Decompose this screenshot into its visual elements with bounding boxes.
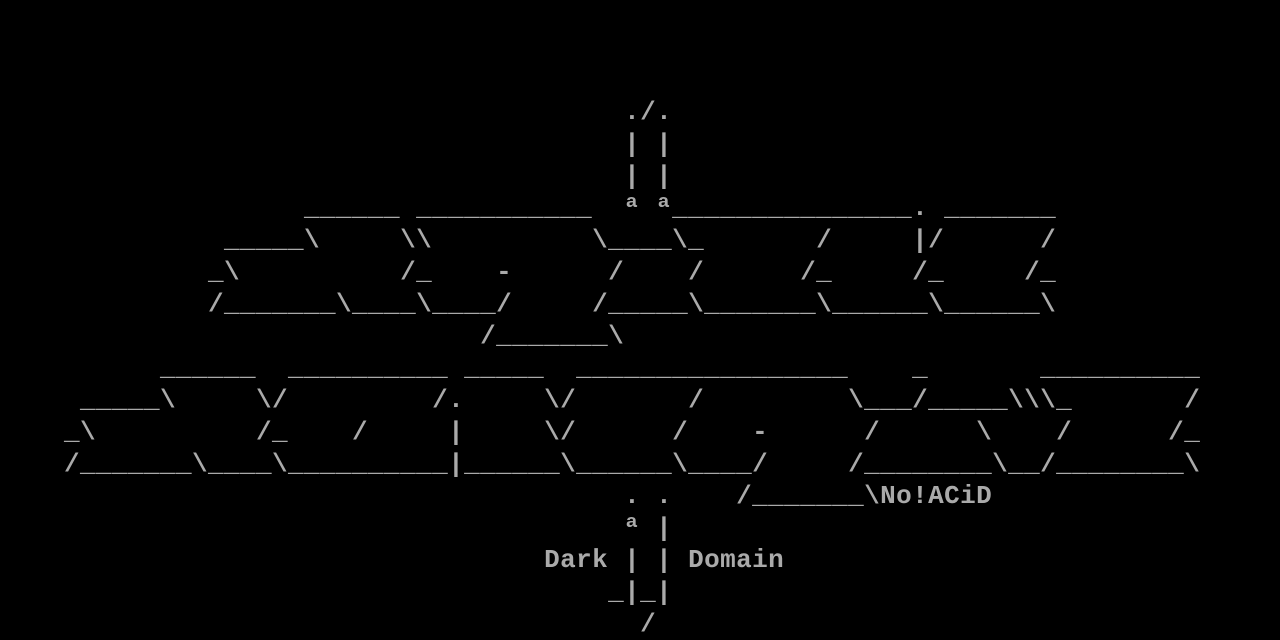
ascii-row: | |: [0, 161, 673, 191]
ascii-row: /_______\____\__________|______\______\_…: [0, 449, 1201, 479]
ascii-row: ______ ___________ ª ª_______________. _…: [0, 193, 1057, 223]
ascii-row: ./.: [0, 97, 673, 127]
ascii-row: | |: [0, 129, 673, 159]
ascii-row: _\ /_ / | \/ / - / \ / /_: [0, 417, 1201, 447]
ascii-row: _____\ \\ \____\_ / |/ /: [0, 225, 1057, 255]
ascii-row: ______ __________ _____ ________________…: [0, 353, 1201, 383]
ascii-row: _____\ \/ /. \/ / \___/_____\\\_ /: [0, 385, 1201, 415]
ascii-row-signature: . . /_______\No!ACiD: [0, 481, 993, 511]
ascii-row: /_______\____\____/ /_____\_______\_____…: [0, 289, 1057, 319]
ascii-row-caption: Dark | | Domain: [0, 545, 785, 575]
ascii-row: /: [0, 609, 657, 639]
ascii-row: _\ /_ - / / /_ /_ /_: [0, 257, 1057, 287]
ascii-row: /_______\: [0, 321, 625, 351]
ascii-row: _|_|: [0, 577, 673, 607]
ascii-row: ª |: [0, 513, 673, 543]
